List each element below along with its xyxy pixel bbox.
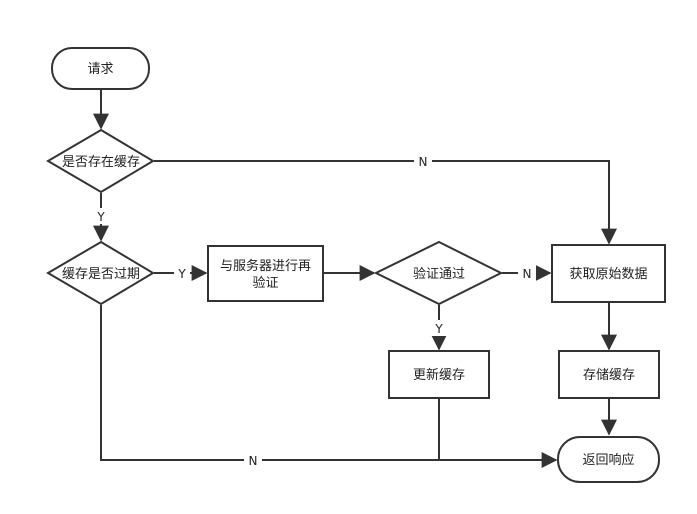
node-update-cache: 更新缓存 (388, 350, 490, 399)
edge-label-bg (414, 153, 432, 169)
edges: N Y Y N Y N (92, 90, 617, 468)
node-fetch-original-label: 获取原始数据 (569, 267, 647, 282)
edge-label-bg (244, 452, 262, 468)
node-fetch-original: 获取原始数据 (551, 244, 666, 303)
node-revalidate: 与服务器进行再 验证 (207, 245, 324, 302)
node-update-cache-label: 更新缓存 (413, 367, 465, 383)
node-store-cache: 存储缓存 (558, 350, 660, 399)
edge-label-has-cache-yes: Y (96, 210, 105, 224)
node-cache-expired: 缓存是否过期 (46, 240, 155, 306)
node-revalidate-label-line2: 验证 (252, 275, 278, 291)
node-return-response: 返回响应 (557, 436, 660, 483)
node-store-cache-label: 存储缓存 (583, 368, 635, 383)
node-cache-expired-label: 缓存是否过期 (62, 267, 140, 282)
edge-label-bg (92, 208, 110, 224)
edge-label-bg (174, 265, 190, 281)
node-request-label: 请求 (87, 62, 113, 77)
edge-label-bg (430, 320, 448, 336)
node-has-cache-label: 是否存在缓存 (62, 155, 140, 170)
node-request: 请求 (51, 47, 150, 90)
edge-expired-no (100, 305, 558, 468)
edge-label-bg (518, 265, 536, 281)
edge-has-cache-no (154, 160, 617, 245)
edge-label-expired-no: N (249, 454, 258, 468)
node-revalidate-label-line1: 与服务器进行再 (220, 258, 311, 274)
node-validation-passed: 验证通过 (373, 240, 504, 306)
node-validation-passed-label: 验证通过 (413, 266, 465, 282)
edge-label-validation-yes: Y (434, 322, 443, 336)
node-return-response-label: 返回响应 (582, 452, 634, 468)
edge-label-expired-yes: Y (177, 267, 186, 281)
edge-label-has-cache-no: N (419, 155, 428, 169)
node-has-cache: 是否存在缓存 (46, 128, 155, 194)
edge-label-validation-no: N (523, 267, 532, 281)
